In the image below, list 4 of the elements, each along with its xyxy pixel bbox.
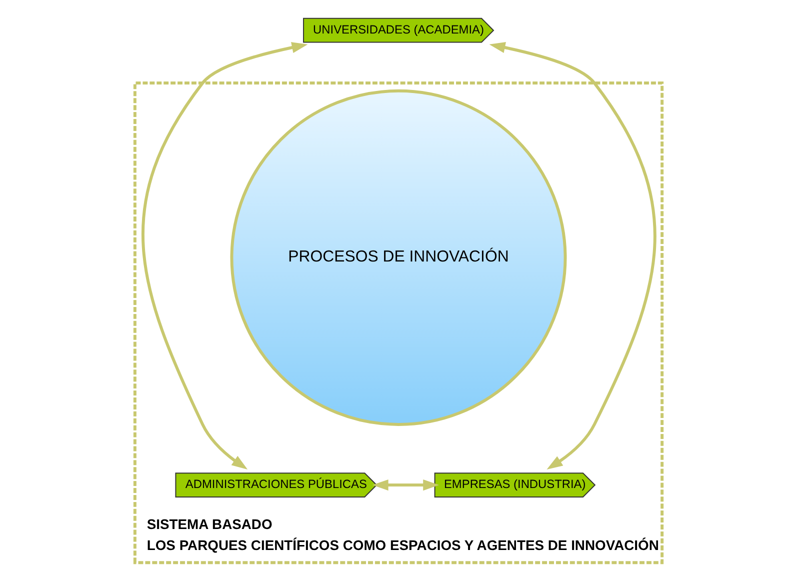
node-circle: PROCESOS DE INNOVACIÓN (230, 89, 566, 426)
arrow (141, 42, 308, 470)
arrow (488, 42, 656, 470)
arrow (372, 479, 439, 491)
